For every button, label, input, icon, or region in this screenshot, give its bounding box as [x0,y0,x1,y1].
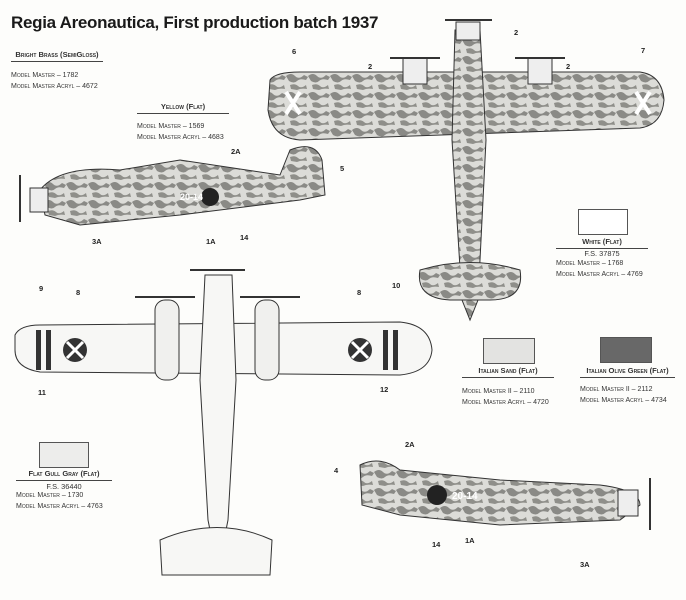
paint-line: Model Master II – 2110 [462,388,535,395]
callout-number: 2 [514,28,519,37]
callout-number: 7 [641,46,646,55]
callout-number: 12 [380,385,389,394]
paint-name-gull-gray: Flat Gull Gray (Flat) [16,469,112,481]
callout-number: 4 [334,466,339,475]
swatch-white [578,209,628,235]
callout-number: 2A [405,440,415,449]
bottom-view-aircraft [14,269,433,576]
fs-number: F.S. 36440 [46,482,82,491]
paint-line: Model Master Acryl – 4769 [556,271,643,278]
top-view-aircraft [267,19,665,322]
callout-number: 2A [231,147,241,156]
paint-line: Model Master Acryl – 4734 [580,397,667,404]
fs-number: F.S. 37875 [584,249,620,258]
paint-line: Model Master – 1569 [137,123,205,130]
callout-number: 11 [38,388,46,397]
callout-number: 10 [392,281,401,290]
callout-number: 14 [240,233,249,242]
paint-line: Model Master II – 2112 [580,386,653,393]
paint-name-olive: Italian Olive Green (Flat) [580,366,675,378]
paint-line: Model Master Acryl – 4763 [16,503,103,510]
swatch-gull-gray [39,442,89,468]
paint-line: Model Master Acryl – 4720 [462,399,549,406]
fuselage-code-left: 20-14 [180,192,203,202]
side-view-aircraft-left: 20-14 [19,146,326,226]
paint-name-brass: Bright Brass (SemiGloss) [11,50,103,62]
paint-name-sand: Italian Sand (Flat) [462,366,554,378]
paint-name-white: White (Flat) [556,237,648,249]
callout-number: 5 [340,164,345,173]
callout-number: 2 [368,62,373,71]
callout-number: 2 [566,62,571,71]
swatch-olive-green [600,337,652,363]
callout-number: 8 [76,288,81,297]
paint-line: Model Master – 1768 [556,260,624,267]
paint-name-yellow: Yellow (Flat) [137,102,229,114]
callout-number: 9 [39,284,44,293]
callout-number: 6 [292,47,297,56]
paint-line: Model Master Acryl – 4683 [137,134,224,141]
paint-line: Model Master – 1730 [16,492,84,499]
fuselage-code-right: 20-14 [452,491,478,502]
callout-number: 8 [357,288,362,297]
swatch-italian-sand [483,338,535,364]
side-view-aircraft-right: 20-14 [359,460,651,530]
paint-line: Model Master – 1782 [11,72,79,79]
callout-number: 3A [92,237,102,246]
callout-number: 1A [465,536,475,545]
callout-number: 14 [432,540,441,549]
sheet-title: Regia Areonautica, First production batc… [11,13,379,32]
callout-number: 1A [206,237,216,246]
callout-number: 3A [580,560,590,569]
paint-line: Model Master Acryl – 4672 [11,83,98,90]
